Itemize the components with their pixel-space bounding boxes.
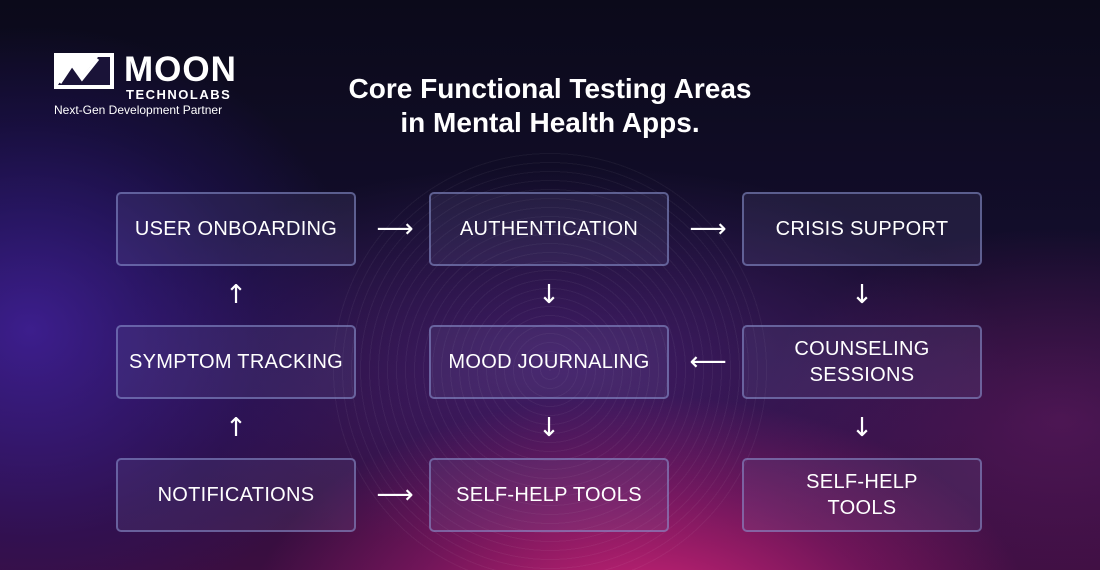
node-user-onboarding: USER ONBOARDING (116, 192, 356, 266)
node-label: SYMPTOM TRACKING (128, 351, 344, 373)
arrow-down-icon: ↓ (538, 280, 560, 310)
node-crisis-support: CRISIS SUPPORT (742, 192, 982, 266)
node-label-line-1: COUNSELING (794, 338, 930, 360)
node-label: MOOD JOURNALING (448, 351, 650, 373)
node-label: AUTHENTICATION (459, 218, 639, 240)
node-label: NOTIFICATIONS (157, 484, 315, 506)
node-authentication: AUTHENTICATION (429, 192, 669, 266)
arrow-up-icon: ↑ (225, 413, 247, 443)
background-rings (330, 150, 770, 570)
title-line-1: Core Functional Testing Areas (348, 73, 752, 104)
arrow-right-icon: ⟶ (376, 480, 414, 510)
node-label: SELF-HELP TOOLS (456, 484, 642, 506)
node-symptom-tracking: SYMPTOM TRACKING (116, 325, 356, 399)
node-notifications: NOTIFICATIONS (116, 458, 356, 532)
node-label: USER ONBOARDING (134, 218, 338, 240)
arrow-down-icon: ↓ (851, 413, 873, 443)
node-label-line-2: TOOLS (827, 497, 897, 519)
title-line-2: in Mental Health Apps. (400, 107, 700, 138)
arrow-right-icon: ⟶ (376, 214, 414, 244)
arrow-left-icon: ⟵ (689, 347, 727, 377)
moon-technolabs-logo: MOON TECHNOLABS Next-Gen Development Par… (54, 50, 254, 119)
logo-subname: TECHNOLABS (126, 87, 232, 102)
node-self-help-tools: SELF-HELP TOOLS (429, 458, 669, 532)
logo-tagline: Next-Gen Development Partner (54, 103, 223, 117)
arrow-down-icon: ↓ (538, 413, 560, 443)
node-label: CRISIS SUPPORT (775, 218, 949, 240)
node-counseling-sessions: COUNSELING SESSIONS (742, 325, 982, 399)
node-label: COUNSELING SESSIONS (794, 336, 929, 388)
logo-name: MOON (124, 50, 237, 89)
arrow-up-icon: ↑ (225, 280, 247, 310)
arrow-down-icon: ↓ (851, 280, 873, 310)
node-self-help-tools-right: SELF-HELP TOOLS (742, 458, 982, 532)
page-title: Core Functional Testing Areas in Mental … (300, 72, 800, 140)
logo-mark-icon (54, 53, 114, 89)
node-mood-journaling: MOOD JOURNALING (429, 325, 669, 399)
node-label-line-1: SELF-HELP (806, 471, 918, 493)
arrow-right-icon: ⟶ (689, 214, 727, 244)
node-label-line-2: SESSIONS (809, 364, 915, 386)
node-label: SELF-HELP TOOLS (806, 469, 918, 521)
